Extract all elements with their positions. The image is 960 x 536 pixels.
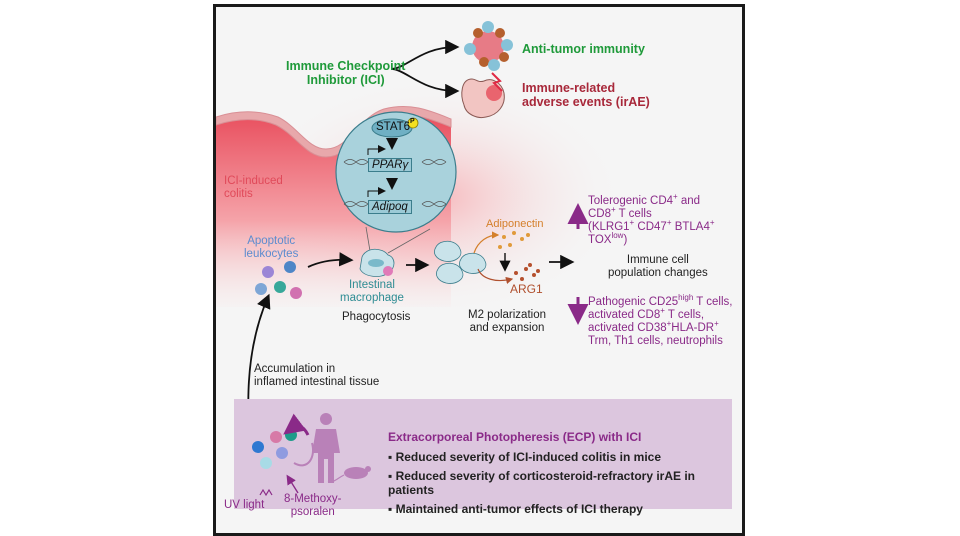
colitis-label-line2: colitis	[224, 187, 253, 200]
methoxsalen-arrow-icon	[286, 474, 299, 494]
uv-light-label: UV light	[224, 499, 265, 511]
uv-light-icon	[259, 488, 273, 497]
up-line2: CD8+ T cells	[588, 205, 715, 221]
down-line4: Trm, Th1 cells, neutrophils	[588, 334, 723, 347]
irae-label-line2: adverse events (irAE)	[522, 95, 650, 109]
anti-tumor-label: Anti-tumor immunity	[522, 42, 645, 56]
irae-label: Immune-related adverse events (irAE)	[522, 81, 650, 109]
promoter-arrows	[367, 145, 386, 197]
up-line1: Tolerogenic CD4+ and	[588, 192, 715, 208]
down-line1-a: Pathogenic CD25	[588, 296, 679, 308]
accumulation-line2: inflamed intestinal tissue	[254, 375, 380, 388]
macrophage-line1: Intestinal	[348, 279, 395, 291]
return-arrow-icon	[283, 413, 310, 436]
ici-label-line2: Inhibitor (ICI)	[306, 73, 385, 87]
ecp-title: Extracorporeal Photopheresis (ECP) with …	[388, 430, 642, 444]
arg1-dots	[514, 263, 540, 281]
down-line2: activated CD8+ T cells,	[588, 306, 732, 322]
intestinal-macrophage-label: Intestinal macrophage	[340, 279, 404, 305]
phospho-icon	[407, 117, 419, 129]
pathogenic-cells-text: Pathogenic CD25high T cells, activated C…	[588, 293, 733, 348]
gene-ppar-gamma: PPARγ	[368, 155, 413, 173]
up-line1-end: and	[677, 195, 701, 207]
down-line1-sup: high	[678, 293, 694, 303]
mouse-icon	[327, 466, 371, 483]
tolerogenic-cells-text: Tolerogenic CD4+ and CD8+ T cells (KLRG1…	[588, 192, 715, 247]
intestinal-macrophage-icon	[359, 248, 395, 277]
up-line2-a: CD8	[588, 207, 612, 220]
m2-line1: M2 polarization	[468, 309, 546, 321]
up-line3-a: (KLRG1	[588, 220, 630, 233]
intestine-icon	[461, 72, 505, 118]
adiponectin-arrow	[473, 231, 500, 254]
gene-adipoq: Adipoq	[368, 197, 412, 215]
ecp-finding: Reduced severity of corticosteroid-refra…	[388, 469, 742, 497]
up-line3-sup-c: +	[709, 217, 715, 227]
down-line1-end: T cells,	[693, 296, 733, 308]
population-line1: Immune cell	[626, 254, 689, 266]
up-line3-c: BTLA4	[671, 220, 710, 233]
up-line3-sup-b: +	[666, 217, 672, 227]
down-line2-a: activated CD8	[588, 308, 661, 321]
patient-icon	[312, 413, 340, 483]
down-line3-mid: HLA-DR	[671, 321, 715, 334]
methoxy-line2: psoralen	[290, 505, 335, 518]
collection-arrow-icon	[293, 442, 314, 467]
down-line1: Pathogenic CD25high T cells,	[588, 293, 733, 309]
m2-line2: and expansion	[469, 321, 545, 334]
tumor-icon	[464, 21, 513, 71]
up-line4-sup: low	[611, 230, 624, 240]
up-line4: TOXlow)	[588, 230, 715, 247]
apoptotic-line1: Apoptotic	[247, 235, 296, 247]
gene-ppar-gamma-label: PPARγ	[368, 158, 413, 172]
methoxy-line1: 8-Methoxy-	[284, 493, 342, 505]
accumulation-line1: Accumulation in	[254, 363, 336, 375]
ici-label-line1: Immune Checkpoint	[286, 59, 406, 73]
macrophage-line2: macrophage	[340, 291, 404, 304]
methoxsalen-label: 8-Methoxy- psoralen	[284, 493, 342, 519]
phagocytosis-label: Phagocytosis	[342, 311, 411, 323]
down-line2-sup: +	[660, 306, 665, 316]
up-line1-a: Tolerogenic CD4	[588, 195, 674, 207]
up-line3-b: CD47	[634, 220, 667, 233]
arg1-arrow	[477, 268, 514, 284]
ici-label: Immune Checkpoint Inhibitor (ICI)	[286, 59, 405, 87]
accumulation-label: Accumulation in inflamed intestinal tiss…	[254, 363, 379, 389]
ecp-findings-list: Reduced severity of ICI-induced colitis …	[388, 450, 742, 521]
figure-frame: Immune Checkpoint Inhibitor (ICI) Anti-t…	[213, 4, 745, 536]
irae-label-line1: Immune-related	[522, 81, 616, 95]
down-line2-end: T cells,	[664, 308, 705, 321]
arg1-label: ARG1	[510, 282, 543, 296]
ecp-finding: Maintained anti-tumor effects of ICI the…	[388, 502, 742, 516]
apoptotic-line2: leukocytes	[244, 247, 299, 260]
adiponectin-label: Adiponectin	[486, 218, 544, 230]
down-line3-sup2: +	[714, 318, 719, 328]
population-line2: population changes	[608, 266, 708, 279]
up-line1-sup: +	[673, 192, 678, 202]
ecp-finding: Reduced severity of ICI-induced colitis …	[388, 450, 742, 464]
dna-strands	[343, 159, 447, 207]
phospho-label: P	[410, 118, 415, 125]
colitis-label: ICI-induced colitis	[224, 175, 283, 201]
down-line3: activated CD38+HLA-DR+	[588, 318, 732, 335]
zoom-lines	[365, 226, 431, 254]
apoptotic-leukocytes-label: Apoptotic leukocytes	[244, 235, 298, 261]
population-changes-label: Immune cell population changes	[608, 254, 708, 280]
down-line3-a: activated CD38	[588, 321, 667, 334]
up-line3: (KLRG1+ CD47+ BTLA4+	[588, 217, 715, 234]
colitis-label-line1: ICI-induced	[224, 175, 283, 187]
ici-branch-arrows	[390, 39, 460, 99]
m2-macrophages-icon	[434, 240, 487, 284]
down-line3-sup: +	[666, 318, 672, 328]
up-line4-end: )	[623, 233, 628, 246]
gene-adipoq-label: Adipoq	[368, 200, 412, 214]
up-line2-end: T cells	[615, 207, 652, 220]
apoptotic-leukocytes-icon	[255, 261, 302, 299]
stat6-label: STAT6	[376, 121, 411, 133]
m2-polarization-label: M2 polarization and expansion	[468, 309, 546, 335]
adiponectin-dots	[498, 231, 530, 249]
up-line2-sup: +	[611, 205, 616, 215]
up-line4-a: TOX	[588, 233, 612, 246]
up-line3-sup-a: +	[629, 217, 635, 227]
